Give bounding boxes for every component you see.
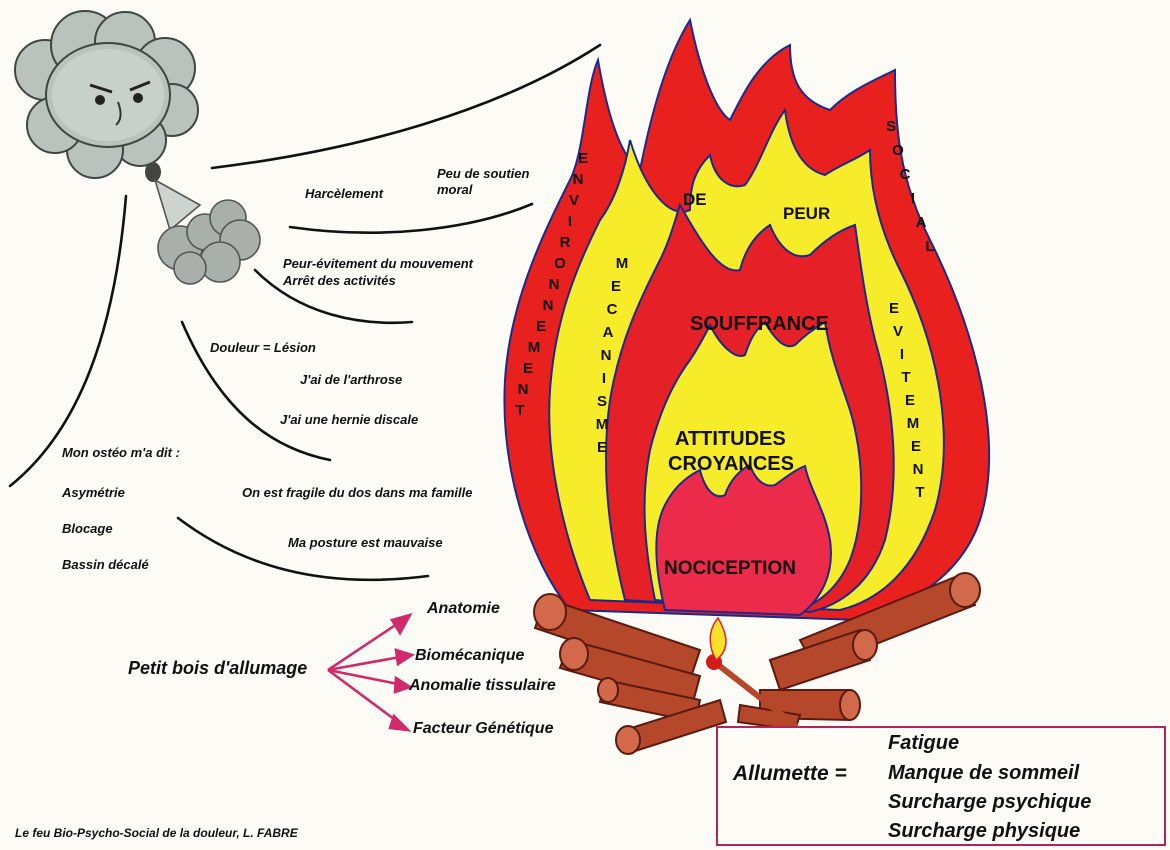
vertical-letter: O	[890, 142, 906, 160]
kindling-arrows	[328, 615, 412, 730]
flame-label-croyances: CROYANCES	[668, 453, 794, 476]
kindling-label: Petit bois d'allumage	[128, 658, 307, 679]
vertical-letter: E	[902, 392, 918, 410]
label-blocage: Blocage	[62, 521, 113, 537]
vertical-letter: C	[604, 301, 620, 319]
flame-label-souffrance: SOUFFRANCE	[690, 313, 829, 336]
label-soutien-line1: Peu de soutien	[437, 166, 529, 182]
vertical-letter: T	[898, 369, 914, 387]
vertical-letter: N	[570, 171, 586, 189]
vertical-letter: E	[520, 360, 536, 378]
vertical-letter: E	[908, 438, 924, 456]
vertical-letter: N	[515, 381, 531, 399]
vertical-letter: T	[512, 402, 528, 420]
label-asymetrie: Asymétrie	[62, 485, 125, 501]
vertical-letter: C	[897, 166, 913, 184]
vertical-letter: E	[594, 439, 610, 457]
vertical-letter: A	[913, 214, 929, 232]
caption: Le feu Bio-Psycho-Social de la douleur, …	[15, 825, 298, 841]
vertical-letter: E	[575, 150, 591, 168]
label-peur-evitement: Peur-évitement du mouvement	[283, 256, 473, 272]
vertical-letter: N	[540, 297, 556, 315]
vertical-letter: E	[533, 318, 549, 336]
vertical-letter: T	[912, 484, 928, 502]
kindling-item-genetique: Facteur Génétique	[413, 720, 553, 738]
label-soutien-line2: moral	[437, 182, 472, 198]
wind-line-2	[290, 204, 532, 233]
wind-line-1	[212, 45, 600, 168]
core-flame	[656, 465, 831, 615]
vertical-letter: I	[596, 370, 612, 388]
flame-label-attitudes: ATTITUDES	[675, 428, 786, 451]
vertical-letter: L	[922, 238, 938, 256]
match-item-psychique: Surcharge psychique	[888, 791, 1091, 814]
vertical-letter: R	[557, 234, 573, 252]
match-box: Allumette = Fatigue Manque de sommeil Su…	[716, 726, 1166, 846]
vertical-letter: A	[600, 324, 616, 342]
vertical-letter: N	[546, 276, 562, 294]
vertical-letter: I	[562, 213, 578, 231]
vertical-letter: E	[608, 278, 624, 296]
vertical-letter: I	[905, 190, 921, 208]
label-harcelement: Harcèlement	[305, 186, 383, 202]
vertical-letter: M	[614, 255, 630, 273]
vertical-letter: N	[910, 461, 926, 479]
kindling-item-anomalie: Anomalie tissulaire	[409, 677, 556, 695]
label-fragile: On est fragile du dos dans ma famille	[242, 485, 472, 501]
label-osteo: Mon ostéo m'a dit :	[62, 445, 180, 461]
match-item-physique: Surcharge physique	[888, 820, 1080, 843]
vertical-letter: O	[552, 255, 568, 273]
vertical-letter: I	[894, 346, 910, 364]
flame-label-peur: PEUR	[783, 204, 830, 224]
vertical-letter: M	[594, 416, 610, 434]
vertical-letter: E	[886, 300, 902, 318]
vertical-letter: V	[566, 192, 582, 210]
flame-label-nociception: NOCICEPTION	[664, 558, 796, 580]
vertical-letter: S	[883, 118, 899, 136]
flame-label-de: DE	[683, 190, 707, 210]
match-item-sommeil: Manque de sommeil	[888, 762, 1079, 785]
vertical-letter: M	[905, 415, 921, 433]
vertical-letter: N	[598, 347, 614, 365]
label-arret-activites: Arrêt des activités	[283, 273, 396, 289]
kindling-item-anatomie: Anatomie	[427, 600, 500, 618]
match-label: Allumette =	[733, 762, 847, 786]
label-posture: Ma posture est mauvaise	[288, 535, 443, 551]
label-arthrose: J'ai de l'arthrose	[300, 372, 402, 388]
kindling-item-biomecanique: Biomécanique	[415, 647, 524, 665]
label-hernie: J'ai une hernie discale	[280, 412, 418, 428]
wind-cloud-icon	[15, 11, 198, 182]
vertical-letter: M	[526, 339, 542, 357]
label-douleur-lesion: Douleur = Lésion	[210, 340, 316, 356]
vertical-letter: S	[594, 393, 610, 411]
puff-icon	[155, 180, 260, 284]
vertical-letter: V	[890, 323, 906, 341]
label-bassin: Bassin décalé	[62, 557, 149, 573]
wind-line-5	[10, 196, 126, 486]
match-item-fatigue: Fatigue	[888, 732, 959, 755]
